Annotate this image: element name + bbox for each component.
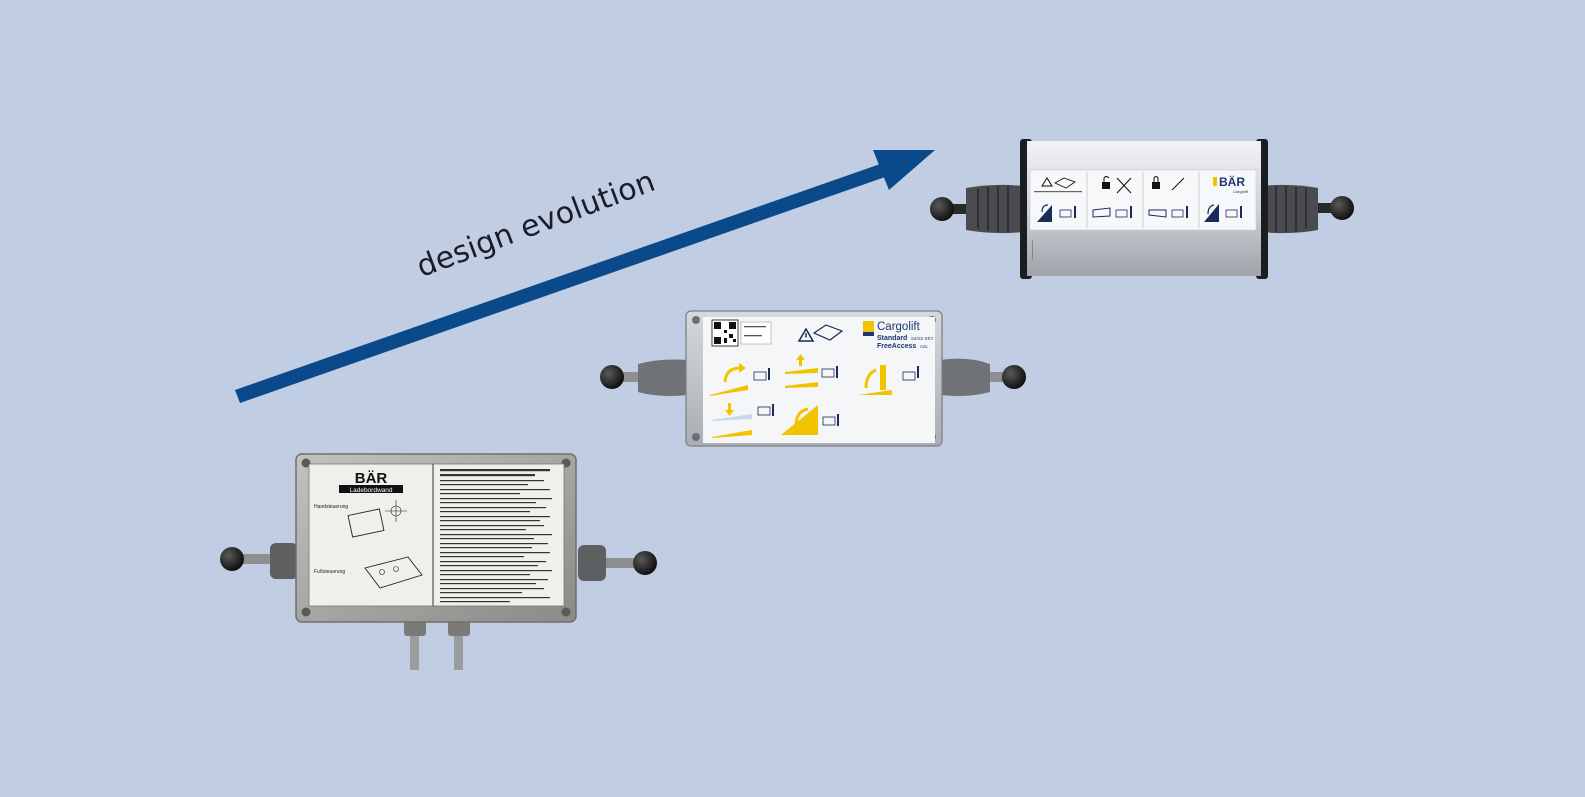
right-joystick-knob-icon xyxy=(1330,196,1354,220)
platform-lower-icon xyxy=(712,403,774,438)
unfold-icon xyxy=(1037,204,1076,222)
new-control-box: BÄR Cargolift xyxy=(930,139,1354,279)
evolution-arrow xyxy=(235,150,935,403)
new-subtitle-text: Cargolift xyxy=(1233,189,1249,194)
warning-icon xyxy=(797,327,815,342)
old-instruction-text-block xyxy=(440,469,552,603)
manual-book-icon xyxy=(1054,177,1076,189)
platform-raise-icon xyxy=(785,354,838,388)
left-joystick-knob-icon xyxy=(930,197,954,221)
old-brand-text: BÄR xyxy=(355,470,388,487)
cross-arrows-icon xyxy=(1116,177,1132,194)
warning-icon xyxy=(1041,177,1053,187)
right-joystick-knob-icon xyxy=(1002,365,1026,389)
qr-code-icon xyxy=(711,319,739,347)
screw-icon xyxy=(561,607,571,617)
left-joystick-knob-icon xyxy=(600,365,624,389)
fold-icon xyxy=(1204,204,1242,222)
new-brand-text: BÄR xyxy=(1219,174,1245,189)
platform-fold-icon xyxy=(781,405,839,435)
platform-close-icon xyxy=(858,365,919,395)
standard-text: Standard xyxy=(877,335,907,342)
old-section-hand-text: Handsteuerung xyxy=(314,504,348,510)
website-text-line xyxy=(1034,191,1082,193)
tilt-arrow-icon xyxy=(1171,177,1185,191)
baer-logo-icon xyxy=(1213,177,1217,186)
unlock-icon xyxy=(1102,182,1110,189)
foot-control-diagram-icon xyxy=(364,556,423,589)
function-pictograms xyxy=(710,354,919,438)
function-pictograms-new xyxy=(1037,204,1242,222)
right-joystick-knob-icon xyxy=(633,551,657,575)
left-joystick-knob-icon xyxy=(220,547,244,571)
hand-control-diagram-icon xyxy=(347,508,385,538)
old-control-box: BÄR Ladebordwand Handsteuerung Fußsteuer… xyxy=(220,453,657,670)
lock-icon xyxy=(1152,182,1160,189)
middle-control-box: Cargolift Standard S4/S2 KEY FreeAccess … xyxy=(600,310,1026,447)
screw-icon xyxy=(301,607,311,617)
cargolift-logo-icon xyxy=(863,321,874,332)
platform-unfold-icon xyxy=(710,363,770,396)
screw-icon xyxy=(301,458,311,468)
old-section-foot-text: Fußsteuerung xyxy=(314,569,345,575)
lower-icon xyxy=(1148,206,1188,218)
screw-icon xyxy=(692,433,700,441)
manual-book-icon xyxy=(812,324,844,341)
screw-icon xyxy=(692,316,700,324)
cargolift-brand-text: Cargolift xyxy=(877,321,921,333)
raise-icon xyxy=(1092,206,1132,218)
old-subtitle-text: Ladebordwand xyxy=(349,487,392,494)
standard-code-text: S4/S2 KEY xyxy=(911,336,934,341)
freeaccess-text: FreeAccess xyxy=(877,343,916,350)
freeaccess-code-text: A2L xyxy=(920,344,929,349)
